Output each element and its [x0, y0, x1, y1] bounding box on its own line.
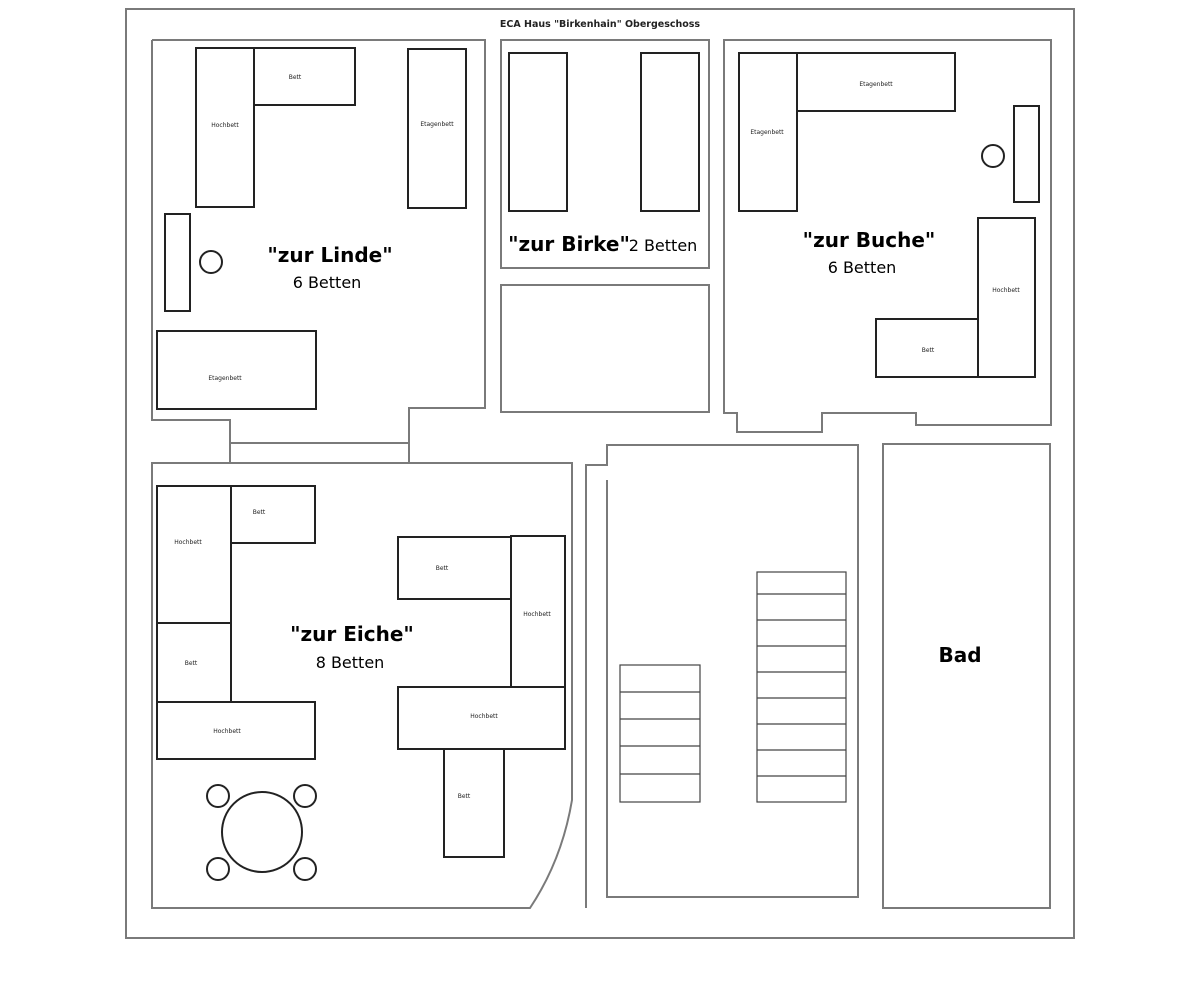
bett	[508, 52, 568, 212]
chair	[206, 784, 230, 808]
stair-steps	[757, 593, 846, 777]
storage-room	[500, 284, 710, 413]
bett	[640, 52, 700, 212]
room-walls	[151, 39, 486, 463]
chair	[293, 784, 317, 808]
bed-count: 2 Betten	[629, 236, 698, 255]
stair-steps	[620, 691, 700, 775]
round-table	[221, 791, 303, 873]
furniture-label: Hochbett	[523, 611, 551, 618]
furniture-label: Hochbett	[213, 728, 241, 735]
furniture-label: Etagenbett	[208, 375, 242, 382]
stool	[199, 250, 223, 274]
bett	[253, 47, 356, 106]
plan-title: ECA Haus "Birkenhain" Obergeschoss	[500, 19, 701, 30]
room-bad: Bad	[882, 443, 1051, 909]
bed-count: 6 Betten	[293, 273, 362, 292]
table	[164, 213, 191, 312]
bett	[156, 622, 232, 703]
etagenbett	[796, 52, 956, 112]
furniture-label: Hochbett	[211, 122, 239, 129]
furniture-label: Bett	[458, 793, 471, 800]
outer-wall	[125, 8, 1075, 939]
furniture-label: Etagenbett	[420, 121, 454, 128]
hochbett	[195, 47, 255, 208]
room-walls	[723, 39, 1052, 433]
furniture-label: Bett	[289, 74, 302, 81]
furniture-label: Bett	[185, 660, 198, 667]
furniture-label: Etagenbett	[750, 129, 784, 136]
hochbett	[156, 485, 232, 624]
table	[1013, 105, 1040, 203]
room-zur-eiche: Hochbett Bett Bett Hochbett Bett Hochbet…	[151, 462, 573, 909]
hochbett	[977, 217, 1036, 378]
furniture-label: Etagenbett	[859, 81, 893, 88]
bett	[875, 318, 979, 378]
furniture-label: Bett	[922, 347, 935, 354]
room-name: Bad	[938, 643, 981, 667]
room-name: "zur Birke"	[508, 232, 630, 256]
etagenbett	[156, 330, 317, 410]
room-walls	[500, 39, 710, 269]
etagenbett	[738, 52, 798, 212]
hochbett	[397, 686, 566, 750]
furniture-label: Bett	[436, 565, 449, 572]
room-name: "zur Buche"	[803, 228, 936, 252]
staircase-right	[756, 571, 847, 803]
stairwell-walls	[585, 444, 859, 908]
stool	[981, 144, 1005, 168]
furniture-label: Hochbett	[174, 539, 202, 546]
bett	[443, 748, 505, 858]
furniture-label: Hochbett	[470, 713, 498, 720]
room-walls	[882, 443, 1051, 909]
bed-count: 8 Betten	[316, 653, 385, 672]
furniture-label: Hochbett	[992, 287, 1020, 294]
bett	[397, 536, 512, 600]
room-zur-linde: Hochbett Bett Etagenbett Etagenbett "zur…	[151, 39, 486, 463]
bett	[230, 485, 316, 544]
stairwell	[585, 444, 859, 908]
hochbett	[156, 701, 316, 760]
etagenbett	[407, 48, 467, 209]
room-name: "zur Linde"	[267, 243, 392, 267]
room-walls	[151, 462, 573, 909]
room-zur-buche: Etagenbett Etagenbett Hochbett Bett "zur…	[723, 39, 1052, 433]
room-name: "zur Eiche"	[290, 622, 414, 646]
bed-count: 6 Betten	[828, 258, 897, 277]
room-zur-birke: "zur Birke" 2 Betten	[500, 39, 710, 269]
chair	[293, 857, 317, 881]
chair	[206, 857, 230, 881]
staircase-left	[619, 664, 701, 803]
furniture-label: Bett	[253, 509, 266, 516]
